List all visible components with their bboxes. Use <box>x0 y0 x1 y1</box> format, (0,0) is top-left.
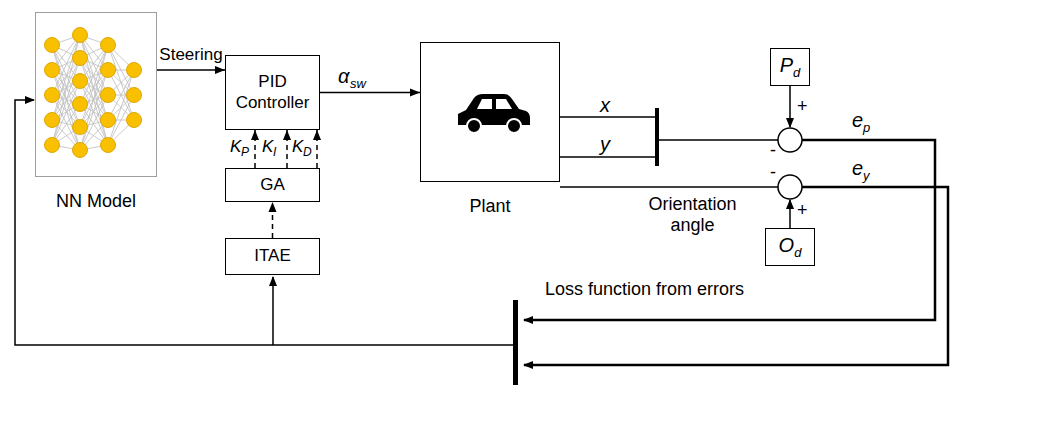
car-icon <box>458 94 530 133</box>
setpoint-box: Od <box>765 228 815 266</box>
setpoint-box: Pd <box>770 48 810 86</box>
node-text: PID Controller <box>236 72 310 111</box>
nn-neuron <box>45 38 60 53</box>
nn-neuron <box>73 74 88 89</box>
output-name: y <box>600 134 610 154</box>
node-text: ITAE <box>254 246 291 265</box>
nn-neuron <box>101 38 116 53</box>
text-wrap: PID Controller <box>232 72 313 113</box>
node-label: NN Model <box>15 191 177 212</box>
text-wrap: ITAE <box>254 246 291 266</box>
subscript: D <box>303 146 312 158</box>
subscript: sw <box>350 77 366 90</box>
frame <box>35 12 157 177</box>
subscript: I <box>273 146 276 158</box>
error-wire <box>524 140 948 365</box>
nn-neuron <box>73 28 88 43</box>
sign: - <box>770 163 776 181</box>
neural-network-icon <box>45 28 142 158</box>
bus-bar <box>655 108 659 166</box>
sign: - <box>770 141 776 159</box>
gain-arrow <box>283 130 291 168</box>
gain-arrow <box>251 130 259 168</box>
itae-box: ITAE <box>225 238 320 275</box>
sign: + <box>797 201 808 219</box>
subscript: d <box>794 245 801 260</box>
nn-neuron <box>101 113 116 128</box>
subscript: p <box>863 121 870 134</box>
output-name: x <box>600 95 610 115</box>
node-text: GA <box>260 175 285 194</box>
nn-neuron <box>45 88 60 103</box>
bus-bar <box>513 300 518 385</box>
nn-neuron <box>45 63 60 78</box>
signal-arrow <box>320 89 420 97</box>
gain-symbol: K <box>262 138 273 155</box>
nn-neuron <box>101 63 116 78</box>
nn-neuron <box>101 138 116 153</box>
gain-arrow <box>313 130 321 168</box>
symbol: P <box>780 54 793 76</box>
error-symbol: e <box>852 110 863 130</box>
nn-neuron <box>73 51 88 66</box>
nn-neuron <box>101 88 116 103</box>
symbol: O <box>779 234 795 256</box>
nn-neuron <box>127 113 142 128</box>
signal-symbol: α <box>338 66 349 86</box>
connector-line <box>157 69 225 71</box>
subscript: d <box>793 65 800 80</box>
ga-box: GA <box>225 168 320 202</box>
arrowhead <box>313 130 321 140</box>
gain-arrow <box>269 202 277 238</box>
arrowhead <box>215 66 225 74</box>
nn-neuron <box>73 143 88 158</box>
text-wrap: Pd <box>780 53 801 81</box>
node-label: Plant <box>400 196 580 217</box>
signal-name: Orientation angle <box>625 194 760 235</box>
nn-link <box>108 45 134 120</box>
nn-neuron <box>127 63 142 78</box>
nn-model: NN Model <box>35 12 157 223</box>
nn-neuron <box>45 138 60 153</box>
pid-controller-box: PID Controller <box>225 55 320 130</box>
sign: + <box>797 97 808 115</box>
nn-neuron <box>73 97 88 112</box>
arrowhead <box>251 130 259 140</box>
connector-line <box>320 92 420 94</box>
subscript: P <box>241 146 249 158</box>
nn-neuron <box>45 113 60 128</box>
nn-link <box>108 70 134 145</box>
nn-neuron <box>73 120 88 135</box>
feedback-wire <box>15 100 513 345</box>
arrowhead <box>269 202 277 212</box>
gain-symbol: K <box>230 138 241 155</box>
plant-box: Plant <box>420 42 560 228</box>
nn-neuron <box>127 88 142 103</box>
error-symbol: e <box>852 158 863 178</box>
annotation: Loss function from errors <box>545 280 744 298</box>
text-wrap: GA <box>260 175 285 195</box>
signal-arrow <box>157 66 225 74</box>
arrowhead <box>410 89 420 97</box>
edge-label: Steering <box>159 46 222 63</box>
frame <box>420 42 560 182</box>
arrowhead <box>283 130 291 140</box>
subscript: y <box>863 169 870 182</box>
gain-symbol: K <box>292 138 303 155</box>
text-wrap: Od <box>779 233 802 261</box>
